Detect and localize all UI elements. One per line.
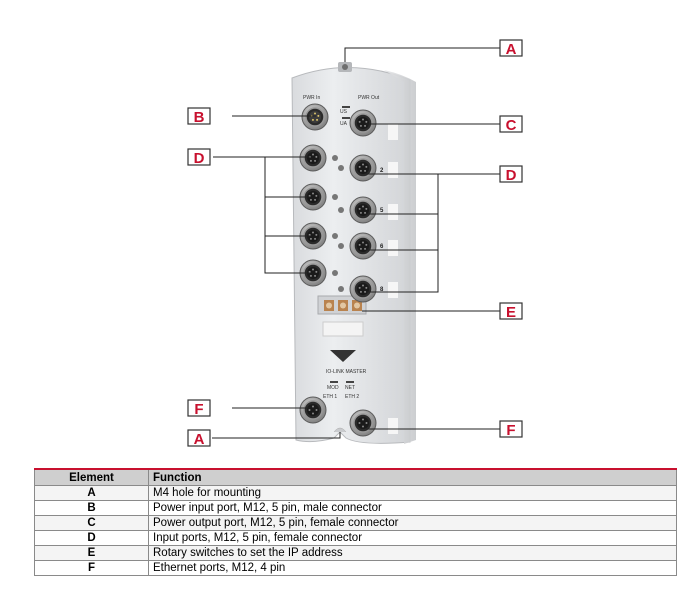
brand-label: IO-LINK MASTER [326, 369, 367, 375]
function-cell: M4 hole for mounting [148, 485, 677, 501]
net-label: NET [345, 385, 355, 391]
port-led [338, 165, 344, 171]
port-2-label: 2 [380, 168, 384, 174]
side-label-strips [388, 124, 398, 434]
device-diagram: PWR In PWR Out US UA 2 5 6 8 IO-LINK MAS… [187, 39, 523, 448]
table-row: C Power output port, M12, 5 pin, female … [34, 515, 677, 531]
callout-A-top: A [499, 39, 523, 58]
callout-D-right: D [499, 165, 523, 184]
m12-connector [349, 232, 377, 260]
port-led [338, 243, 344, 249]
m12-connector [299, 396, 327, 424]
us-label: US [340, 109, 348, 115]
port-led [338, 286, 344, 292]
element-cell: D [34, 530, 149, 546]
m12-connector [299, 144, 327, 172]
svg-text:D: D [506, 167, 517, 184]
mod-label: MOD [327, 385, 339, 391]
svg-text:F: F [194, 401, 203, 418]
port-8-label: 8 [380, 287, 384, 293]
m12-connector [349, 409, 377, 437]
port-led [338, 207, 344, 213]
callout-B: B [187, 107, 211, 126]
element-cell: F [34, 560, 149, 576]
pwr-out-label: PWR Out [358, 95, 380, 101]
table-row: F Ethernet ports, M12, 4 pin [34, 560, 677, 576]
callout-F-left: F [187, 399, 211, 418]
function-cell: Input ports, M12, 5 pin, female connecto… [148, 530, 677, 546]
function-cell: Power input port, M12, 5 pin, male conne… [148, 500, 677, 516]
element-header: Element [34, 468, 149, 486]
status-leds [330, 106, 354, 383]
table-row: E Rotary switches to set the IP address [34, 545, 677, 561]
callout-A-bottom: A [187, 429, 211, 448]
m12-connector [349, 154, 377, 182]
svg-text:D: D [194, 150, 205, 167]
element-cell: C [34, 515, 149, 531]
port-led [332, 155, 338, 161]
bottom-mounting-hole [333, 427, 347, 433]
callout-D-left: D [187, 148, 211, 167]
pwr-in-label: PWR In [303, 95, 320, 101]
legend-table: Element Function A M4 hole for mounting … [34, 468, 677, 576]
eth2-label: ETH 2 [345, 394, 359, 400]
callout-C: C [499, 115, 523, 134]
port-6-label: 6 [380, 244, 384, 250]
svg-text:F: F [506, 422, 515, 439]
callout-E: E [499, 302, 523, 321]
element-cell: E [34, 545, 149, 561]
rotary-switches [317, 295, 367, 315]
m12-connector [301, 103, 329, 131]
svg-text:E: E [506, 304, 516, 321]
port-5-label: 5 [380, 208, 384, 214]
ua-label: UA [340, 121, 348, 127]
port-led [332, 194, 338, 200]
m12-connector [349, 196, 377, 224]
label-window [322, 321, 364, 337]
function-cell: Power output port, M12, 5 pin, female co… [148, 515, 677, 531]
svg-text:A: A [194, 431, 205, 448]
table-row: A M4 hole for mounting [34, 485, 677, 501]
callout-lines [212, 47, 500, 439]
svg-text:B: B [194, 109, 205, 126]
table-row: D Input ports, M12, 5 pin, female connec… [34, 530, 677, 546]
callout-F-right: F [499, 420, 523, 439]
svg-text:A: A [506, 41, 517, 58]
function-cell: Rotary switches to set the IP address [148, 545, 677, 561]
m12-connector [299, 259, 327, 287]
m12-connector [349, 109, 377, 137]
svg-text:C: C [506, 117, 517, 134]
logo-icon [330, 350, 356, 362]
port-led [332, 233, 338, 239]
eth1-label: ETH 1 [323, 394, 337, 400]
table-row: B Power input port, M12, 5 pin, male con… [34, 500, 677, 516]
element-cell: B [34, 500, 149, 516]
function-header: Function [148, 468, 677, 486]
m12-connector [299, 183, 327, 211]
element-cell: A [34, 485, 149, 501]
m12-connector [349, 275, 377, 303]
function-cell: Ethernet ports, M12, 4 pin [148, 560, 677, 576]
port-led [332, 270, 338, 276]
